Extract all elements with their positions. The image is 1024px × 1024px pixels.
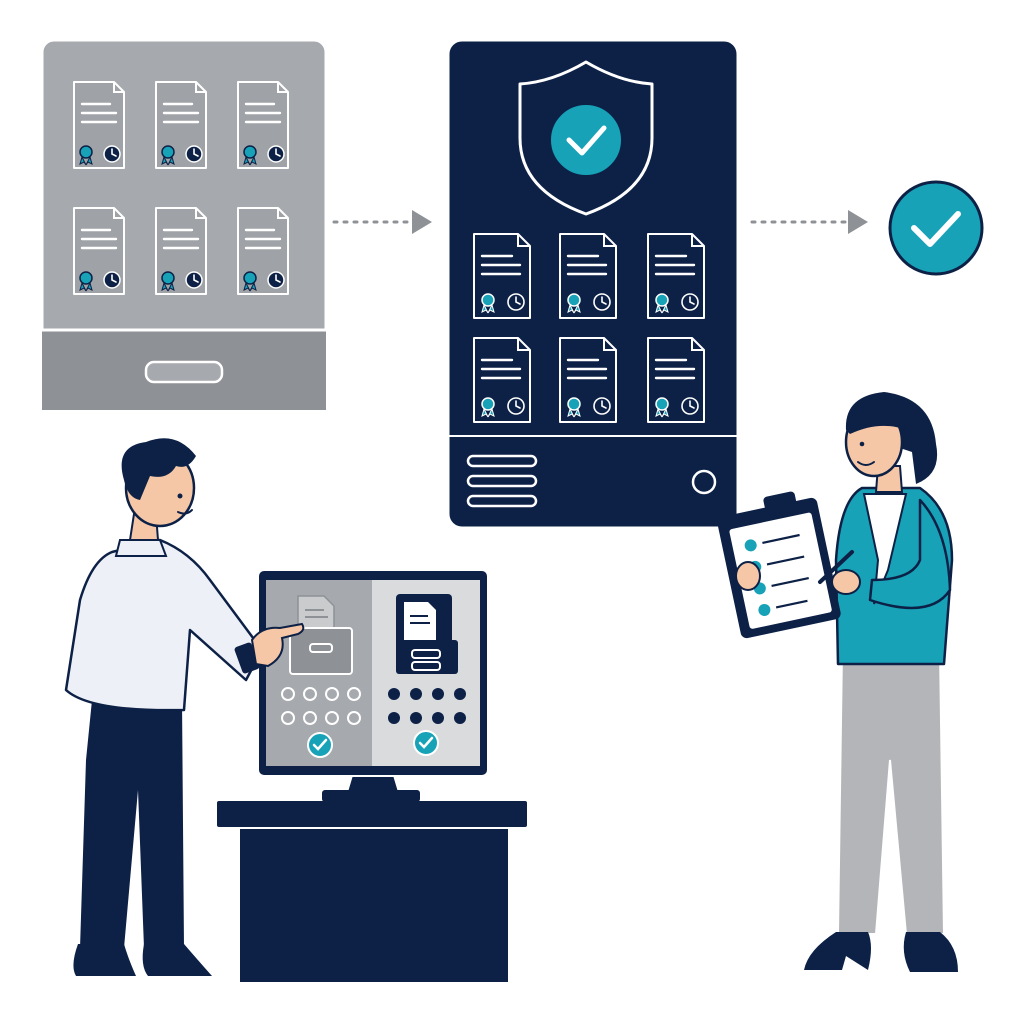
monitor xyxy=(257,569,489,777)
workstation xyxy=(215,569,529,982)
power-button-icon xyxy=(691,469,717,495)
desk-cabinet xyxy=(240,818,508,982)
file-drawer-icon xyxy=(289,627,353,675)
file-drawer-icon xyxy=(396,640,458,674)
check-circle-icon xyxy=(888,180,984,276)
document-icon xyxy=(396,594,452,646)
document-icon xyxy=(558,336,618,424)
shield-check-icon xyxy=(518,60,654,216)
document-icon xyxy=(64,74,134,176)
legacy-file-cabinet xyxy=(40,38,328,412)
pen-icon xyxy=(818,550,854,584)
document-icon xyxy=(472,336,532,424)
document-icon xyxy=(558,232,618,320)
clipboard-icon xyxy=(717,491,841,639)
woman-auditor xyxy=(717,392,958,972)
document-icon xyxy=(228,200,298,302)
drawer-handle-icon xyxy=(144,360,224,384)
pointing-hand xyxy=(250,622,305,668)
dotted-arrow-icon xyxy=(750,210,868,234)
shoe xyxy=(903,932,958,972)
shoe xyxy=(804,932,871,970)
document-icon xyxy=(646,232,706,320)
hair xyxy=(121,438,196,500)
document-icon xyxy=(146,74,216,176)
document-icon xyxy=(64,200,134,302)
check-circle-icon xyxy=(413,730,439,756)
check-circle-icon xyxy=(307,732,333,758)
shoe xyxy=(73,944,136,976)
man-operator xyxy=(64,438,305,976)
document-icon xyxy=(646,336,706,424)
dotted-arrow-icon xyxy=(332,210,432,234)
secure-records-server xyxy=(446,38,740,530)
document-icon xyxy=(472,232,532,320)
document-icon xyxy=(228,74,298,176)
shoe xyxy=(142,944,212,976)
desk-top xyxy=(215,799,529,829)
document-icon xyxy=(146,200,216,302)
